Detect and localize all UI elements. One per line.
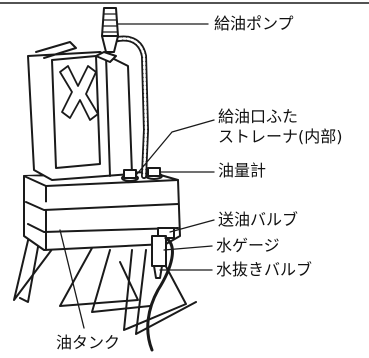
label-valve: 送油バルブ [218, 210, 299, 229]
label-strainer: ストレーナ(内部) [218, 127, 343, 146]
valve-assembly [151, 227, 175, 279]
jerry-can [27, 41, 133, 181]
label-gauge: 油量計 [218, 161, 267, 180]
label-pump: 給油ポンプ [214, 14, 294, 33]
tank-stand [13, 227, 197, 335]
label-cap: 給油口ふた [218, 107, 299, 126]
label-tank: 油タンク [56, 333, 121, 352]
pump-head [101, 7, 119, 53]
leader-lines [59, 23, 215, 329]
label-water-gauge: 水ゲージ [216, 236, 280, 255]
label-drain-valve: 水抜きバルブ [216, 260, 313, 279]
